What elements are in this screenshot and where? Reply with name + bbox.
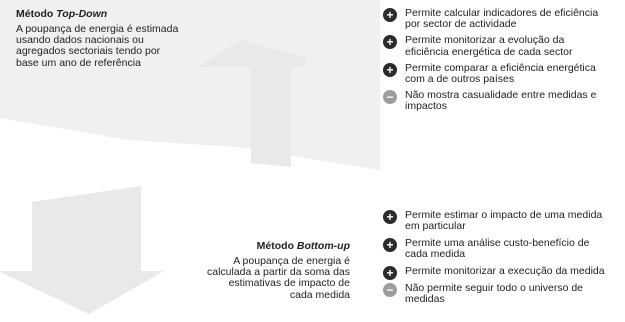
plus-icon: + [383, 210, 397, 224]
bottom-up-point: −Não permite seguir todo o universo de m… [383, 281, 625, 305]
plus-icon: + [383, 35, 397, 50]
point-text: Permite monitorizar a evolução da eficiê… [405, 34, 573, 58]
plus-icon: + [383, 265, 397, 280]
point-text: Permite monitorizar a execução da medida [405, 264, 605, 277]
plus-icon: + [383, 237, 397, 252]
down-arrow [0, 186, 164, 314]
top-down-points: + Permite calcular indicadores de eficiên… [383, 7, 623, 118]
top-down-point: + Permite monitorizar a evolução da efici… [383, 35, 623, 57]
plus-icon: + [383, 8, 397, 22]
point-text: Não permite seguir todo o universo de me… [405, 281, 584, 305]
minus-icon: − [383, 282, 397, 297]
point-text: Permite estimar o impacto de uma medida … [405, 209, 603, 233]
bottom-up-point: + Permite estimar o impacto de uma medida… [383, 209, 625, 233]
bottom-up-title-emphasis: Bottom-up [296, 240, 350, 252]
bottom-up-points: + Permite estimar o impacto de uma medida… [383, 209, 625, 310]
top-down-point: + Permite calcular indicadores de eficiên… [383, 7, 623, 31]
bottom-up-point: + Permite uma análise custo-benefício de … [383, 236, 625, 261]
point-text: Permite calcular indicadores de eficiênc… [405, 7, 599, 31]
top-down-point: −Não mostra casualidade entre medidas e … [383, 90, 623, 112]
minus-icon: − [383, 90, 397, 105]
top-down-title-prefix: Método [16, 8, 57, 20]
bottom-up-point: + Permite monitorizar a execução da medid… [383, 264, 625, 280]
top-down-title-emphasis: Top-Down [56, 8, 108, 20]
top-down-point: + Permite comparar a eficiência energétic… [383, 61, 623, 86]
bottom-up-title-prefix: Método [256, 240, 297, 252]
bottom-up-description: A poupança de energia é calculada a part… [207, 255, 350, 301]
top-down-description: A poupança de energia é estimada usando … [16, 23, 179, 69]
top-down-title: Método Top-Down [16, 8, 107, 21]
bottom-up-title: Método Bottom-up [257, 240, 350, 253]
point-text: Não mostra casualidade entre medidas e i… [405, 89, 597, 113]
plus-icon: + [383, 62, 397, 77]
up-arrow [197, 40, 306, 167]
point-text: Permite uma análise custo-benefício de c… [405, 236, 590, 261]
point-text: Permite comparar a eficiência energética… [405, 61, 596, 86]
